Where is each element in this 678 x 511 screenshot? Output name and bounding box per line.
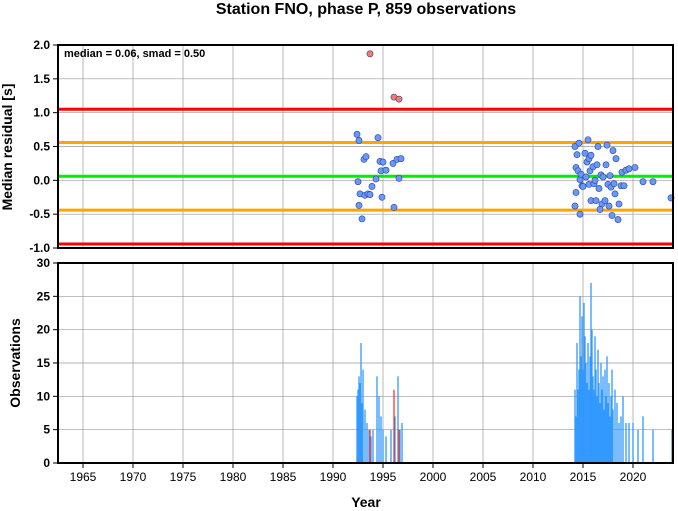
top-scatter-points (353, 50, 675, 223)
scatter-point (374, 134, 382, 142)
scatter-point (573, 151, 581, 159)
scatter-point (354, 178, 362, 186)
x-tick-label: 1985 (270, 470, 297, 484)
scatter-point (614, 216, 622, 223)
x-tick-label: 1970 (120, 470, 147, 484)
scatter-point (609, 147, 617, 154)
bottom-y-ticks: 30 25 20 15 10 5 0 (37, 256, 58, 470)
stats-annotation: median = 0.06, smad = 0.50 (64, 48, 205, 60)
scatter-point (587, 151, 595, 159)
scatter-point (591, 176, 599, 184)
scatter-point (378, 193, 386, 201)
scatter-point (625, 165, 633, 173)
scatter-point (605, 202, 613, 210)
top-y-tick-label: 0.0 (33, 173, 50, 187)
scatter-point (608, 212, 616, 219)
scatter-point (610, 180, 618, 188)
scatter-point (603, 141, 611, 149)
bottom-y-tick-label: 15 (37, 356, 51, 370)
scatter-point (581, 149, 589, 157)
x-tick-label: 2005 (470, 470, 497, 484)
bottom-y-tick-label: 30 (37, 256, 51, 270)
scatter-point (601, 197, 609, 205)
scatter-point (611, 190, 619, 198)
bottom-y-tick-label: 10 (37, 389, 51, 403)
scatter-point (382, 166, 390, 174)
scatter-point (596, 206, 604, 213)
scatter-point (389, 160, 397, 167)
bottom-bars (356, 283, 673, 463)
scatter-point (355, 201, 363, 209)
scatter-point (358, 215, 366, 223)
scatter-point (579, 183, 587, 190)
scatter-point (572, 189, 580, 196)
top-panel: 2.0 1.5 1.0 0.5 0.0 -0.5 -1.0 median = 0.06, s… (0, 38, 675, 255)
x-tick-label: 2020 (620, 470, 647, 484)
scatter-point (593, 161, 601, 169)
scatter-point (599, 173, 607, 181)
scatter-point (362, 153, 370, 161)
bottom-y-tick-label: 25 (37, 289, 51, 303)
x-tick-label: 1965 (70, 470, 97, 484)
bottom-y-tick-label: 20 (37, 323, 51, 337)
scatter-point (595, 185, 603, 192)
top-reference-lines (58, 107, 673, 246)
x-tick-label: 2000 (420, 470, 447, 484)
bottom-x-ticks: 1965 1970 1975 1980 1985 1990 1995 2000 2005 2010… (70, 463, 647, 484)
top-grid (58, 44, 673, 249)
scatter-point (575, 139, 583, 147)
chart-title: Station FNO, phase P, 859 observations (216, 1, 516, 18)
x-tick-label: 1990 (320, 470, 347, 484)
x-tick-label: 1980 (220, 470, 247, 484)
x-tick-label: 2010 (520, 470, 547, 484)
x-tick-label: 2015 (570, 470, 597, 484)
bottom-y-tick-label: 5 (43, 423, 50, 437)
scatter-point (584, 136, 592, 144)
scatter-point (582, 173, 590, 181)
top-y-tick-label: 2.0 (33, 38, 50, 52)
scatter-point (379, 158, 387, 166)
scatter-point (366, 191, 374, 198)
scatter-point (353, 130, 361, 138)
scatter-point (576, 210, 584, 218)
bottom-y-axis-label: Observations (7, 318, 23, 408)
scatter-point (594, 143, 602, 150)
scatter-point (639, 178, 647, 186)
scatter-point (631, 164, 639, 171)
bottom-y-tick-label: 0 (43, 456, 50, 470)
scatter-point (571, 202, 579, 210)
top-y-tick-label: 0.5 (33, 140, 50, 154)
top-y-tick-label: -1.0 (29, 241, 50, 255)
scatter-point (606, 172, 614, 179)
scatter-point (592, 197, 600, 205)
scatter-point (390, 203, 398, 211)
x-axis-label: Year (351, 494, 381, 510)
scatter-point (649, 178, 657, 186)
x-tick-label: 1975 (170, 470, 197, 484)
scatter-point (395, 95, 403, 103)
scatter-point (355, 137, 363, 144)
scatter-point (368, 183, 376, 190)
scatter-point (620, 182, 628, 190)
top-y-tick-label: -0.5 (29, 207, 50, 221)
top-y-ticks: 2.0 1.5 1.0 0.5 0.0 -0.5 -1.0 (29, 38, 58, 255)
top-y-axis-label: Median residual [s] (0, 84, 15, 211)
top-y-tick-label: 1.5 (33, 72, 50, 86)
scatter-point (397, 155, 405, 163)
scatter-point (366, 50, 374, 58)
scatter-point (615, 200, 623, 208)
top-y-tick-label: 1.0 (33, 106, 50, 120)
scatter-point (602, 161, 610, 169)
scatter-point (612, 155, 620, 163)
scatter-point (395, 174, 403, 182)
x-tick-label: 1995 (370, 470, 397, 484)
scatter-point (372, 175, 380, 183)
